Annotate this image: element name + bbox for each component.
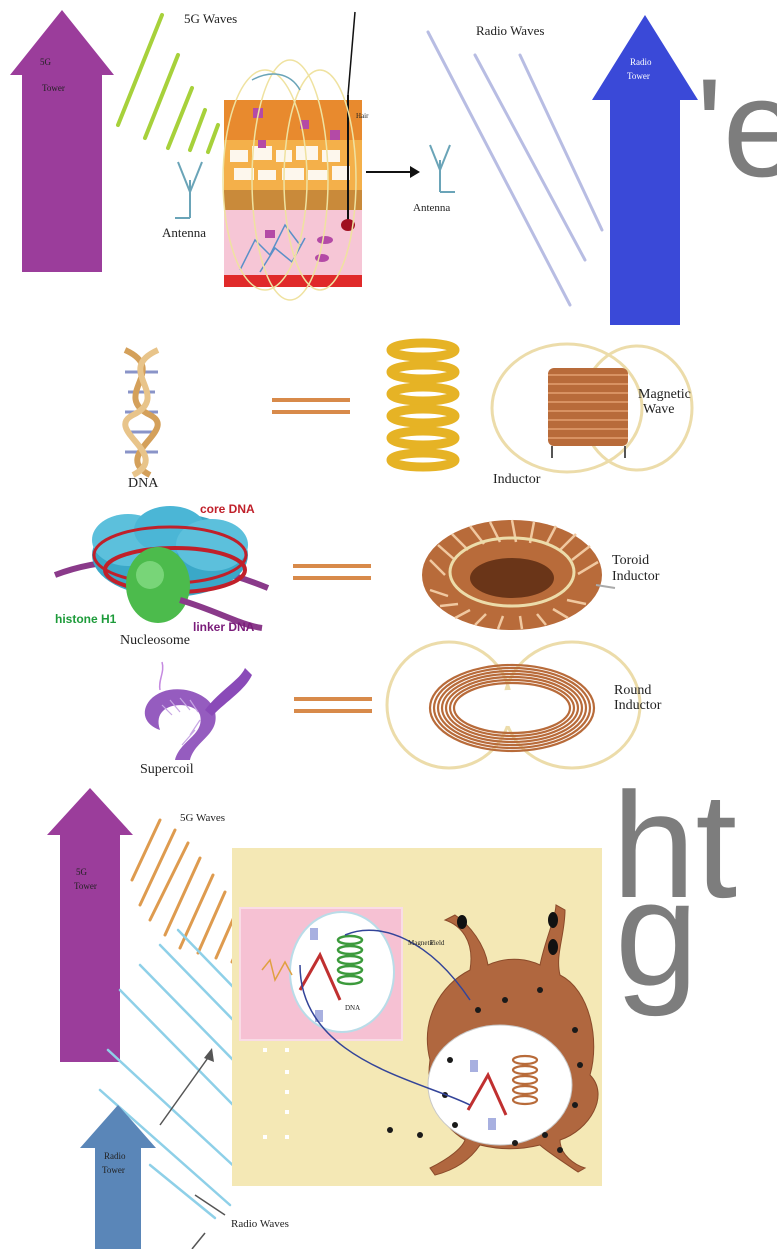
- tower-5g-arrow: [10, 10, 114, 272]
- inductor-label: Inductor: [493, 472, 540, 487]
- tower-5g-label-line1: 5G: [40, 58, 51, 68]
- equals-1: [272, 400, 350, 412]
- radio-tower-bottom-label-line2: Tower: [102, 1166, 125, 1176]
- radio-tower-arrow-bottom: [80, 1105, 156, 1249]
- supercoil-shape: [145, 662, 252, 760]
- round-label-line2: Inductor: [614, 698, 661, 713]
- equals-3: [294, 699, 372, 711]
- dna-label: DNA: [128, 476, 158, 491]
- hair-label: Hair: [356, 113, 368, 121]
- equals-2: [293, 566, 371, 578]
- magnetic-wave-label-line2: Wave: [643, 402, 675, 417]
- glyph-e: 'e: [696, 58, 777, 198]
- antenna-right-shape: [430, 145, 455, 192]
- radio-waves-bottom-label: Radio Waves: [231, 1218, 289, 1230]
- histone-label: histone H1: [55, 613, 116, 626]
- magnetic-field-label-line2: Field: [430, 940, 444, 948]
- skin-block: [223, 12, 362, 300]
- radio-waves-label: Radio Waves: [476, 24, 544, 38]
- toroid-label-line1: Toroid: [612, 553, 649, 568]
- waves-5g-top: [118, 15, 218, 152]
- tower-5g-label-line2: Tower: [42, 84, 65, 94]
- toroid-shape: [422, 520, 615, 630]
- antenna-right-label: Antenna: [413, 202, 450, 214]
- nucleosome-shape: [55, 506, 268, 628]
- magnetic-wave-label-line1: Magnetic: [638, 387, 691, 402]
- dna-bottom-label: DNA: [345, 1005, 360, 1013]
- antenna-left-label: Antenna: [162, 226, 206, 240]
- radio-waves-top: [428, 32, 602, 305]
- dna-helix: [125, 350, 158, 475]
- radio-tower-bottom-label-line1: Radio: [104, 1152, 126, 1162]
- waves-5g-label: 5G Waves: [184, 12, 237, 26]
- toroid-label-line2: Inductor: [612, 569, 659, 584]
- supercoil-label: Supercoil: [140, 762, 194, 777]
- linker-dna-label: linker DNA: [193, 621, 254, 634]
- antenna-left-shape: [175, 162, 202, 218]
- tower-5g-bottom-label-line1: 5G: [76, 868, 87, 878]
- core-dna-label: core DNA: [200, 503, 255, 516]
- nucleosome-label: Nucleosome: [120, 633, 190, 648]
- waves-5g-bottom-label: 5G Waves: [180, 812, 225, 824]
- round-label-line1: Round: [614, 683, 651, 698]
- radio-tower-label-line2: Tower: [627, 72, 650, 82]
- round-inductor: [387, 642, 640, 768]
- gold-spring: [391, 343, 455, 467]
- tower-5g-bottom-label-line2: Tower: [74, 882, 97, 892]
- radio-tower-label-line1: Radio: [630, 58, 652, 68]
- glyph-g: g: [615, 858, 698, 1008]
- tower-5g-arrow-bottom: [47, 788, 133, 1062]
